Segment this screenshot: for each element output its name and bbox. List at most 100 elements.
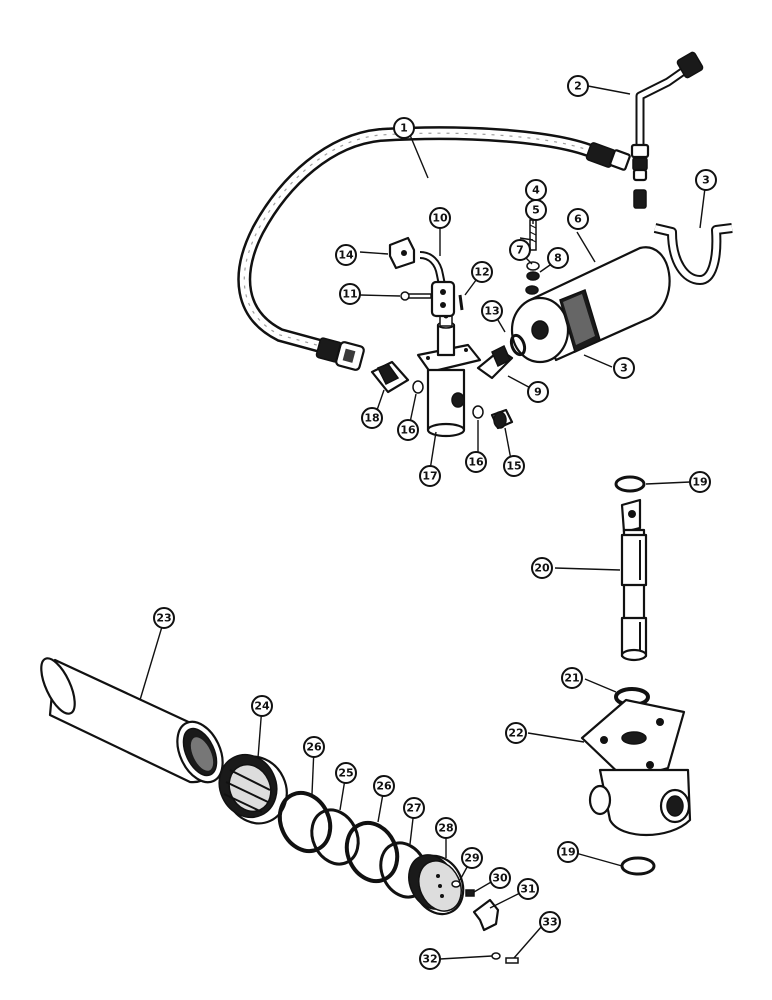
seal-16b [472, 405, 484, 419]
pin-11 [400, 291, 432, 301]
callout-16a: 16 [397, 419, 419, 441]
callout-6: 6 [567, 208, 589, 230]
svg-text:4: 4 [532, 184, 540, 197]
callout-10: 10 [429, 207, 451, 229]
callout-18: 18 [361, 407, 383, 429]
bolt-5 [529, 219, 537, 251]
o-ring-26b [344, 820, 400, 884]
callout-3a: 3 [695, 169, 717, 191]
svg-text:7: 7 [516, 244, 524, 257]
screw-30 [465, 889, 475, 897]
callout-4: 4 [525, 179, 547, 201]
svg-text:26: 26 [306, 741, 322, 754]
callout-2: 2 [567, 75, 589, 97]
washer-32 [491, 952, 501, 960]
svg-text:19: 19 [560, 846, 575, 859]
svg-text:22: 22 [508, 727, 523, 740]
fitting-18 [370, 360, 410, 394]
clamp-3 [653, 223, 733, 285]
plug-15 [490, 408, 514, 430]
callout-1: 1 [393, 117, 415, 139]
svg-text:16: 16 [400, 424, 416, 437]
callout-12: 12 [471, 261, 493, 283]
callout-27: 27 [403, 797, 425, 819]
svg-text:18: 18 [364, 412, 379, 425]
svg-text:1: 1 [400, 122, 408, 135]
fitting-9 [476, 344, 514, 380]
svg-text:13: 13 [484, 305, 499, 318]
callout-32: 32 [419, 948, 441, 970]
svg-text:14: 14 [338, 249, 354, 262]
callout-26a: 26 [303, 736, 325, 758]
callout-28: 28 [435, 817, 457, 839]
svg-text:32: 32 [422, 953, 437, 966]
svg-text:10: 10 [432, 212, 448, 225]
callout-20: 20 [531, 557, 553, 579]
callout-13: 13 [481, 300, 503, 322]
callout-31: 31 [517, 878, 539, 900]
callout-17: 17 [419, 465, 441, 487]
svg-text:21: 21 [564, 672, 579, 685]
callout-22: 22 [505, 722, 527, 744]
callout-33: 33 [539, 911, 561, 933]
cotter-12 [458, 294, 464, 311]
svg-text:17: 17 [422, 470, 437, 483]
svg-text:24: 24 [254, 700, 270, 713]
svg-text:6: 6 [574, 213, 582, 226]
svg-text:15: 15 [506, 460, 521, 473]
callout-19b: 19 [557, 841, 579, 863]
nut-8 [526, 271, 540, 281]
tube-2 [630, 51, 704, 209]
svg-text:26: 26 [376, 780, 392, 793]
svg-text:19: 19 [692, 476, 707, 489]
washer-7 [526, 261, 540, 271]
svg-text:20: 20 [534, 562, 550, 575]
o-ring-25 [310, 808, 360, 866]
lock-plate-31 [472, 898, 500, 932]
snap-ring-19b [620, 856, 656, 876]
callout-21: 21 [561, 667, 583, 689]
svg-text:12: 12 [474, 266, 489, 279]
svg-text:33: 33 [542, 916, 557, 929]
snap-ring-19a [614, 475, 646, 493]
callout-5: 5 [525, 199, 547, 221]
callout-24: 24 [251, 695, 273, 717]
callout-26b: 26 [373, 775, 395, 797]
callout-25: 25 [335, 762, 357, 784]
svg-text:16: 16 [468, 456, 484, 469]
svg-text:2: 2 [574, 80, 582, 93]
piston-rod-20 [620, 498, 648, 662]
cylinder-tube-23 [40, 657, 224, 784]
end-cap-28 [408, 854, 465, 916]
screw-33 [505, 957, 519, 964]
seal-16a [412, 380, 424, 394]
valve-body-17 [416, 309, 482, 438]
svg-text:28: 28 [438, 822, 453, 835]
piston-24 [218, 753, 288, 825]
cylinder-head-22 [580, 698, 692, 836]
o-ring-13 [509, 333, 527, 357]
svg-text:5: 5 [532, 204, 540, 217]
washer-29 [451, 880, 461, 888]
svg-text:23: 23 [156, 612, 171, 625]
callout-15: 15 [503, 455, 525, 477]
callout-8: 8 [547, 247, 569, 269]
callout-16b: 16 [465, 451, 487, 473]
callout-3b: 3 [613, 357, 635, 379]
callout-11: 11 [339, 283, 361, 305]
svg-text:30: 30 [492, 872, 508, 885]
accumulator-6 [510, 246, 671, 364]
svg-text:27: 27 [406, 802, 421, 815]
svg-text:8: 8 [554, 252, 562, 265]
svg-text:25: 25 [338, 767, 353, 780]
hydraulic-line-1 [237, 126, 631, 371]
svg-text:31: 31 [520, 883, 535, 896]
svg-text:3: 3 [620, 362, 628, 375]
callout-23: 23 [153, 607, 175, 629]
callout-9: 9 [527, 381, 549, 403]
svg-text:11: 11 [342, 288, 357, 301]
bracket-14 [388, 236, 416, 270]
lever-10 [419, 251, 456, 318]
